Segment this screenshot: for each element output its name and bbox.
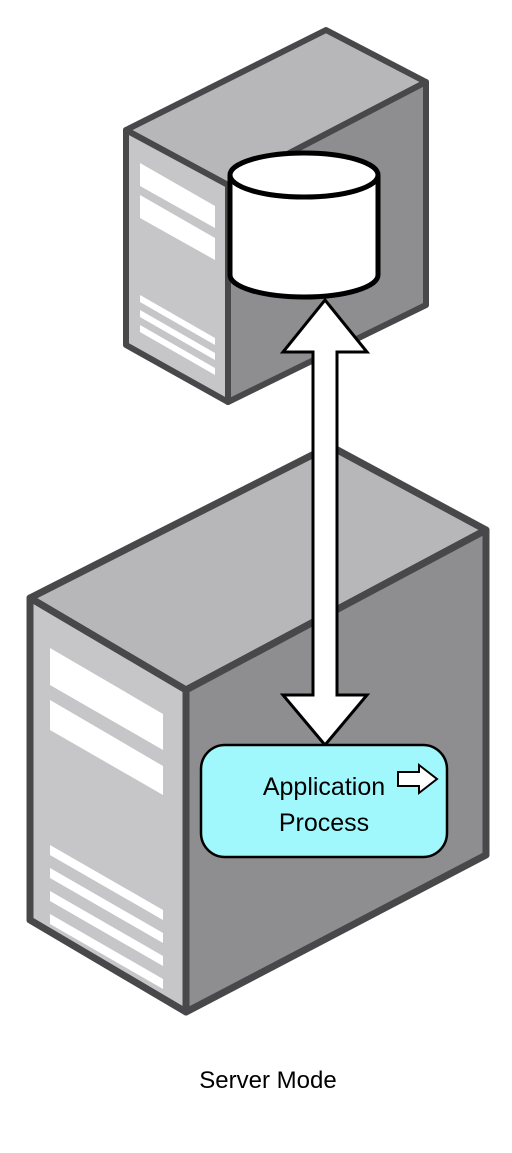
- database-server-vent: [140, 325, 215, 375]
- database-server-bay: [140, 163, 215, 228]
- arrow-right-icon: [397, 762, 439, 796]
- database-server-bay: [140, 195, 215, 260]
- application-server-vent: [50, 845, 163, 920]
- application-process-box: Application Process: [199, 743, 449, 859]
- application-server-bay: [50, 648, 163, 750]
- diagram-caption: Server Mode: [199, 1067, 336, 1094]
- database-cylinder-body: [227, 175, 381, 300]
- application-server-vent: [50, 914, 163, 989]
- application-server-bay: [50, 700, 163, 795]
- database-server-vent: [140, 295, 215, 345]
- application-process-label-line1: Application: [263, 773, 385, 801]
- database-server-vent: [140, 310, 215, 360]
- database-cylinder-icon: [227, 150, 381, 300]
- application-server: [26, 442, 490, 1016]
- application-process-label-line2: Process: [279, 809, 369, 837]
- database-cylinder-top: [227, 150, 381, 200]
- application-process-background: [199, 743, 449, 859]
- application-server-vent: [50, 868, 163, 943]
- application-server-vent: [50, 891, 163, 966]
